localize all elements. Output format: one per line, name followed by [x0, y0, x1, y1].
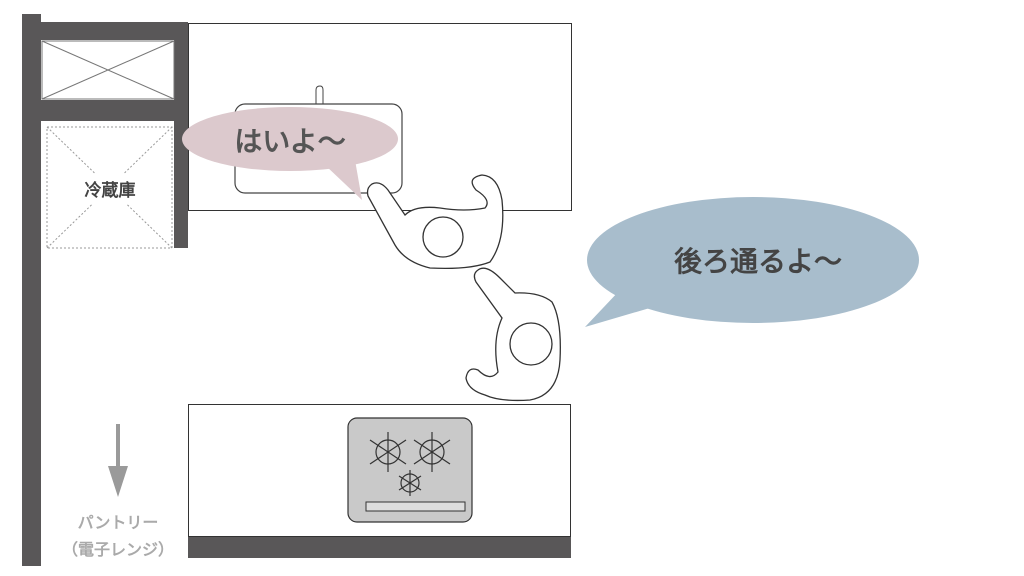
walls: [22, 14, 571, 566]
head: [509, 322, 553, 366]
microwave-label: （電子レンジ）: [62, 540, 174, 559]
speech-bubble-person1: [182, 107, 398, 200]
burners: [369, 432, 451, 496]
shelf-divider: [41, 100, 188, 121]
pantry-label: パントリー: [78, 513, 159, 532]
burner-icon: [369, 432, 407, 472]
arrow-down-icon: [108, 424, 128, 497]
speech-text-person2: 後ろ通るよ～: [674, 245, 842, 278]
fridge-label-bg: [64, 174, 156, 204]
fridge: [46, 126, 173, 249]
faucet-icon: [315, 85, 324, 108]
partition-wall: [174, 22, 188, 248]
speech-text-person1: はいよ～: [234, 125, 345, 158]
left-wall: [22, 14, 41, 566]
back-wall: [188, 537, 571, 558]
burner-icon: [398, 470, 422, 496]
grill-drawer: [365, 501, 466, 512]
burner-icon: [413, 432, 451, 472]
upper-cabinet: [41, 40, 175, 100]
top-wall: [22, 22, 188, 40]
person-passing: [465, 267, 561, 402]
fridge-label: 冷蔵庫: [85, 180, 136, 201]
head: [422, 216, 464, 258]
speech-bubble-person2: [585, 197, 919, 327]
person-at-sink: [366, 174, 504, 270]
